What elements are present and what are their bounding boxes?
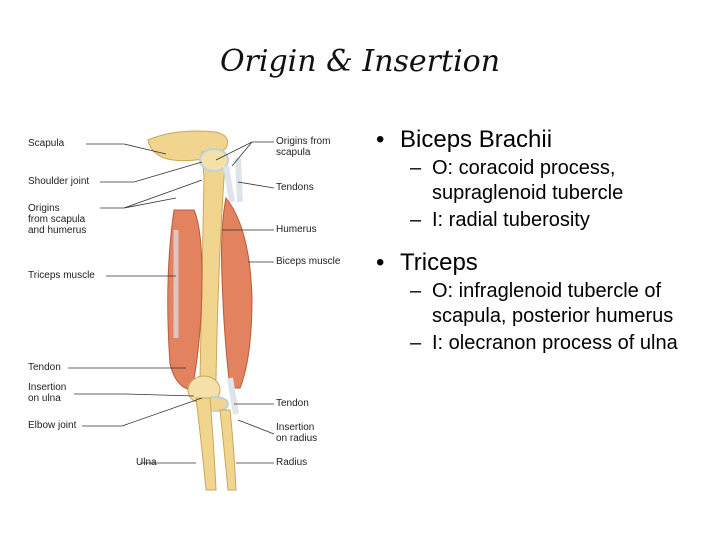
- label-scapula: Scapula: [28, 138, 65, 149]
- label-shoulder-joint: Shoulder joint: [28, 176, 90, 187]
- sub-bullet-biceps-origin: – O: coracoid process, supraglenoid tube…: [372, 156, 712, 206]
- sub-bullet-triceps-insertion: – I: olecranon process of ulna: [372, 331, 712, 356]
- label-tendon-left: Tendon: [28, 362, 61, 373]
- label-ulna: Ulna: [136, 457, 157, 468]
- sub-bullet-dash: –: [410, 209, 422, 231]
- label-humerus: Humerus: [276, 224, 317, 235]
- bullet-text: Biceps Brachii: [400, 126, 553, 153]
- sub-bullet-text: O: infraglenoid tubercle of scapula, pos…: [432, 280, 674, 327]
- arm-anatomy-drawing: [68, 130, 275, 491]
- bullet-triceps: • Triceps: [372, 249, 712, 277]
- label-insertion-radius: Insertion on radius: [276, 422, 318, 444]
- label-triceps-muscle: Triceps muscle: [28, 270, 95, 281]
- arm-muscle-illustration: Scapula Shoulder joint Origins from scap…: [26, 118, 356, 498]
- slide-title: Origin & Insertion: [219, 44, 501, 79]
- label-elbow-joint: Elbow joint: [28, 420, 77, 431]
- label-radius: Radius: [276, 457, 308, 468]
- sub-bullet-biceps-insertion: – I: radial tuberosity: [372, 208, 712, 233]
- bullet-dot: •: [376, 126, 385, 153]
- label-origins: Origins from scapula and humerus: [28, 203, 87, 236]
- label-insertion-ulna: Insertion on ulna: [28, 382, 67, 404]
- sub-bullet-dash: –: [410, 332, 422, 354]
- label-tendons: Tendons: [276, 182, 314, 193]
- sub-bullet-dash: –: [410, 157, 422, 179]
- label-biceps-muscle: Biceps muscle: [276, 256, 341, 267]
- label-tendon-right: Tendon: [276, 398, 309, 409]
- sub-bullet-text: I: radial tuberosity: [432, 209, 590, 231]
- label-origins-from-scapula: Origins from scapula: [276, 136, 331, 158]
- sub-bullet-dash: –: [410, 280, 422, 302]
- bullet-list: • Biceps Brachii – O: coracoid process, …: [372, 126, 712, 356]
- sub-bullet-text: O: coracoid process, supraglenoid tuberc…: [432, 157, 624, 204]
- sub-bullet-triceps-origin: – O: infraglenoid tubercle of scapula, p…: [372, 279, 712, 329]
- bullet-dot: •: [376, 249, 385, 276]
- sub-bullet-text: I: olecranon process of ulna: [432, 332, 678, 354]
- bullet-text: Triceps: [400, 249, 478, 276]
- bullet-biceps-brachii: • Biceps Brachii: [372, 126, 712, 154]
